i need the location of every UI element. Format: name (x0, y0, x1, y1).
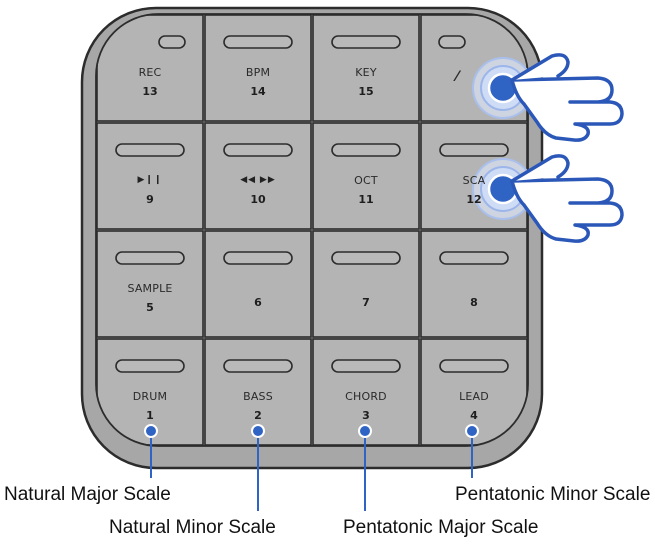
pad-number: 14 (250, 85, 266, 98)
pad-label: SCA (462, 174, 486, 187)
callout-leaders (150, 432, 473, 511)
pad-number: 3 (362, 409, 370, 422)
touch-ripple-icon (472, 57, 534, 119)
pad-led-slot (439, 359, 509, 373)
pad-number: 7 (362, 296, 370, 309)
pad-led-slot (115, 251, 185, 265)
callout-pentatonic-major-scale: Pentatonic Major Scale (343, 517, 539, 538)
pad-number: 4 (470, 409, 478, 422)
pad-label: CHORD (345, 390, 387, 403)
pad-led-slot (438, 35, 466, 49)
callout-natural-major-scale: Natural Major Scale (4, 484, 171, 505)
led-dot-2 (251, 424, 265, 438)
callout-dots (144, 424, 479, 438)
pad-led-slot (115, 359, 185, 373)
led-dot-1 (144, 424, 158, 438)
pad-grid-outline (95, 13, 529, 447)
pad-led-slot (439, 251, 509, 265)
pad-led-slot (223, 359, 293, 373)
pointing-hand-icon (510, 53, 624, 142)
pad-number: 8 (470, 296, 478, 309)
pad-led-slot (331, 143, 401, 157)
pad-number: 12 (466, 193, 482, 206)
pad-9[interactable] (96, 122, 204, 230)
pad-number: 10 (250, 193, 266, 206)
pad-label: DRUM (132, 390, 168, 403)
pad-8[interactable] (420, 230, 528, 338)
pad-number: 9 (146, 193, 154, 206)
pad-label: SAMPLE (127, 282, 173, 295)
pad-led-slot (223, 35, 293, 49)
pad-label: BASS (243, 390, 273, 403)
pad-number: 13 (142, 85, 158, 98)
pad-led-slot (158, 35, 186, 49)
pointing-hand-icon (510, 154, 624, 243)
pad-number: 6 (254, 296, 262, 309)
pad-led-slot (223, 251, 293, 265)
pad-led-slot (331, 35, 401, 49)
pad-led-slot (331, 251, 401, 265)
mute-icon: ⁄ (456, 69, 459, 85)
pad-label: LEAD (459, 390, 489, 403)
pad-label: BPM (245, 66, 271, 79)
pad-number: 5 (146, 301, 154, 314)
pad-label: OCT (354, 174, 378, 187)
pad-6[interactable] (204, 230, 312, 338)
pad-number: 11 (358, 193, 374, 206)
pad-label: REC (138, 66, 162, 79)
play-pause-icon: ▶❙❙ (137, 175, 163, 185)
led-dot-3 (358, 424, 372, 438)
pad-7[interactable] (312, 230, 420, 338)
callout-pentatonic-minor-scale: Pentatonic Minor Scale (455, 484, 651, 505)
pad-5[interactable] (96, 230, 204, 338)
pad-15[interactable] (312, 14, 420, 122)
led-dot-4 (465, 424, 479, 438)
pad-number: 15 (358, 85, 374, 98)
pad-10[interactable] (204, 122, 312, 230)
pad-number: 1 (146, 409, 154, 422)
pad-grid (96, 14, 528, 446)
callout-natural-minor-scale: Natural Minor Scale (109, 517, 276, 538)
pad-label: KEY (355, 66, 377, 79)
pad-led-slot (331, 359, 401, 373)
pad-11[interactable] (312, 122, 420, 230)
rewind-forward-icon: ◀◀ ▶▶ (240, 175, 276, 185)
pad-led-slot (439, 143, 509, 157)
pad-led-slot (115, 143, 185, 157)
pad-led-slot (223, 143, 293, 157)
pad-number: 2 (254, 409, 262, 422)
pad-14[interactable] (204, 14, 312, 122)
